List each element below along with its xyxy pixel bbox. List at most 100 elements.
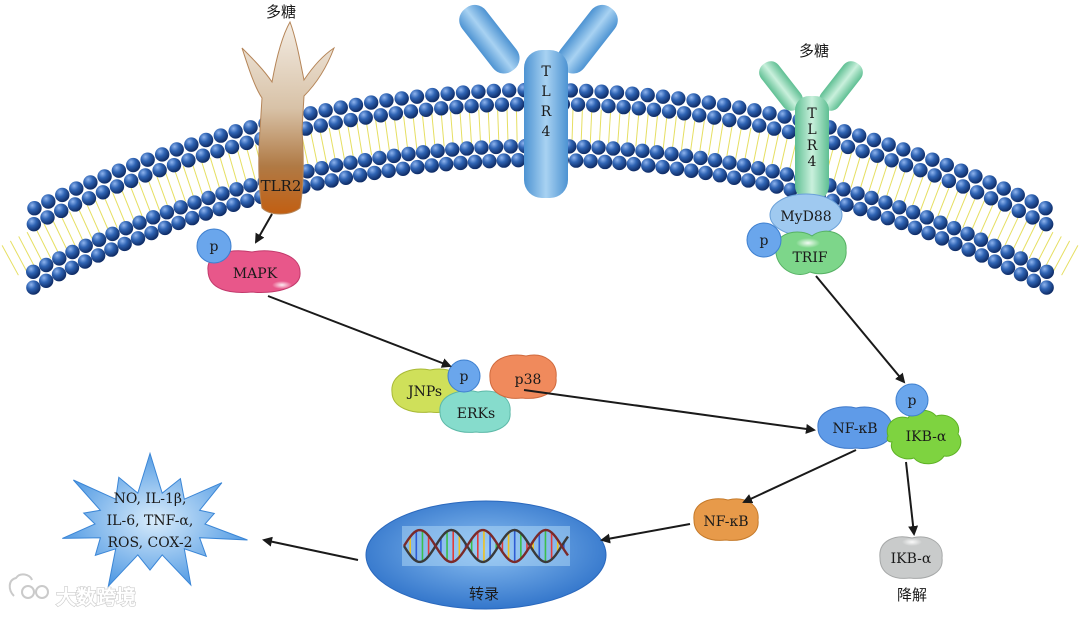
- phospholipid-head: [840, 139, 856, 155]
- phospholipid-head: [40, 210, 55, 225]
- phospholipid-head: [678, 148, 694, 164]
- lipid-tail: [393, 117, 400, 152]
- ikba-degraded-node: IKB-α: [879, 536, 943, 579]
- phospholipid-head: [609, 85, 625, 100]
- lipid-tail: [635, 112, 640, 147]
- lipid-tail: [936, 185, 951, 218]
- transcription-label: 转录: [469, 585, 499, 603]
- phospholipid-head: [65, 244, 80, 260]
- phospholipid-head: [157, 220, 173, 236]
- products-line-1: NO, IL-1β,: [114, 491, 187, 507]
- phospholipid-head: [961, 242, 976, 257]
- erks-label: ERKs: [457, 406, 495, 422]
- phospholipid-head: [453, 155, 468, 171]
- phospholipid-head: [968, 169, 983, 184]
- phospholipid-head: [919, 210, 934, 225]
- lipid-tail: [165, 172, 178, 205]
- phospholipid-head: [195, 148, 211, 163]
- pathway-arrows: [255, 213, 919, 561]
- phospholipid-head: [146, 210, 161, 225]
- phospholipid-head: [987, 238, 1002, 253]
- tlr4-right-letter-l: L: [807, 122, 816, 138]
- phospholipid-head: [586, 98, 601, 113]
- phospholipid-head: [649, 145, 665, 160]
- lipid-tail: [236, 149, 248, 183]
- tlr4-center-arm-right: [557, 4, 618, 74]
- phospholipid-head: [669, 161, 685, 177]
- polysaccharide-label-left: 多糖: [266, 3, 296, 21]
- phospholipid-head: [707, 153, 723, 168]
- phospholipid-head: [169, 142, 184, 157]
- lipid-tail: [608, 110, 612, 145]
- lipid-tail: [77, 207, 93, 239]
- arrow-nfkb-to-free: [742, 449, 857, 504]
- lipid-tail: [497, 108, 500, 143]
- phospholipid-head: [109, 179, 125, 194]
- phospholipid-head: [509, 97, 525, 112]
- lipid-tail: [653, 114, 659, 149]
- phospholipid-head: [97, 169, 112, 184]
- phospho-mapk-label: p: [210, 239, 219, 255]
- phospholipid-head: [941, 173, 957, 189]
- lipid-tail: [859, 157, 871, 191]
- lipid-tail: [850, 154, 862, 188]
- trif-gloss: [796, 238, 820, 248]
- phospholipid-head: [425, 87, 440, 103]
- phospholipid-head: [612, 155, 627, 171]
- phospholipid-head: [78, 238, 93, 253]
- phospholipid-head: [892, 200, 907, 215]
- arrow-tlr2-to-mapk: [255, 213, 273, 244]
- trif-node: TRIF: [775, 230, 847, 275]
- ikba-degraded-gloss: [902, 538, 922, 546]
- lipid-tail: [356, 122, 364, 157]
- lipid-tail: [894, 169, 907, 202]
- lipid-tail: [735, 126, 743, 160]
- lipid-tail: [680, 117, 687, 152]
- lipid-tail: [832, 149, 844, 183]
- phospholipid-head: [616, 99, 631, 115]
- phospholipid-head: [424, 158, 439, 173]
- lipid-tail: [487, 109, 491, 144]
- phospholipid-head: [409, 89, 425, 104]
- lipid-tail: [94, 199, 110, 232]
- phospho-erks-label: p: [460, 369, 469, 385]
- lipid-tail: [726, 124, 733, 159]
- lipid-tail: [138, 181, 152, 215]
- phospholipid-head: [328, 115, 343, 130]
- dna-helix-icon: [402, 528, 569, 564]
- phospholipid-head: [837, 124, 852, 139]
- phospholipid-head: [905, 205, 921, 220]
- phospholipid-head: [51, 266, 67, 282]
- inflammatory-products: NO, IL-1β, IL-6, TNF-α, ROS, COX-2: [62, 451, 248, 588]
- mapk-node: MAPK: [207, 250, 301, 293]
- lipid-tail: [962, 196, 977, 228]
- phospholipid-head: [105, 226, 120, 242]
- phospholipid-head: [1038, 216, 1054, 232]
- phospholipid-head: [41, 194, 56, 209]
- phospholipid-head: [501, 83, 517, 98]
- phospholipid-head: [1038, 201, 1053, 216]
- phospholipid-head: [722, 155, 737, 170]
- phospholipid-head: [597, 154, 613, 170]
- lipid-tail: [716, 122, 724, 157]
- lipid-tail: [120, 188, 135, 221]
- lipid-tail: [1, 245, 19, 276]
- phospholipid-head: [568, 153, 584, 168]
- tlr4-right-letter-r: R: [807, 138, 818, 154]
- phospholipid-head: [722, 112, 737, 128]
- phospho-trif-circle: [746, 222, 782, 258]
- phospholipid-head: [126, 157, 141, 173]
- phospholipid-head: [181, 153, 196, 168]
- tlr4-receptor-center: T L R 4: [459, 4, 618, 198]
- phospholipid-head: [973, 232, 989, 247]
- phospholipid-head: [921, 225, 936, 241]
- phospholipid-head: [635, 143, 650, 159]
- phospholipid-head: [987, 254, 1003, 269]
- lipid-tail: [173, 169, 186, 202]
- myd88-node: MyD88: [769, 193, 843, 237]
- phospholipid-head: [716, 97, 732, 113]
- phospholipid-head: [712, 168, 728, 183]
- lipid-tail: [450, 111, 454, 146]
- lipid-tail: [337, 126, 345, 160]
- phospholipid-head: [69, 181, 84, 196]
